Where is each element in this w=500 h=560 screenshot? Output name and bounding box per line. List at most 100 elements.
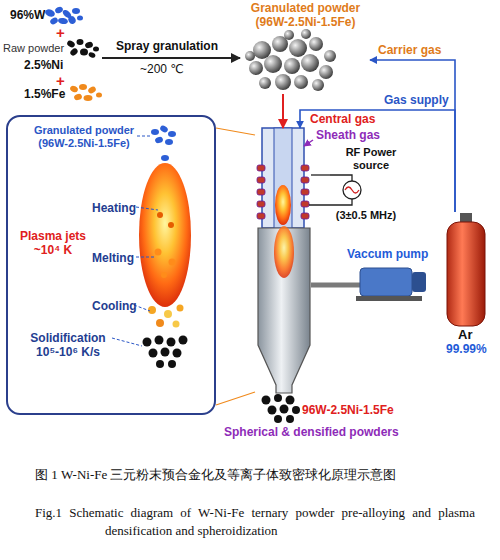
raw-powder-group: 96%WRaw powder2.5%Ni1.5%Fe xyxy=(2,4,102,106)
illustration-part xyxy=(161,348,170,357)
illustration-part xyxy=(301,165,309,171)
illustration-part xyxy=(154,136,164,144)
illustration-part xyxy=(412,272,426,292)
illustration-part xyxy=(157,212,163,218)
illustration-part xyxy=(249,61,263,75)
vacuum-pump-symbol xyxy=(345,268,426,301)
illustration-part xyxy=(447,222,485,326)
illustration-part xyxy=(161,272,167,278)
illustration-part xyxy=(262,396,271,405)
illustration-part xyxy=(169,259,176,266)
illustration-part xyxy=(319,65,333,79)
illustration-part xyxy=(301,29,311,39)
illustration-part xyxy=(155,249,162,256)
edge-label: Carrier gas xyxy=(378,44,441,58)
vacuum-pipe xyxy=(311,283,345,288)
illustration-part xyxy=(80,49,88,56)
illustration-part xyxy=(274,394,282,402)
illustration-part xyxy=(343,181,361,199)
illustration-part xyxy=(66,39,76,48)
illustration-part xyxy=(143,338,152,347)
illustration-part xyxy=(257,165,265,171)
illustration-part xyxy=(67,15,77,25)
node-text: Heating xyxy=(92,202,136,216)
nickel-powder xyxy=(66,39,99,59)
illustration-part xyxy=(312,79,324,91)
illustration-part xyxy=(93,47,99,52)
annotation-label: + xyxy=(56,72,65,89)
illustration-part xyxy=(257,177,265,183)
illustration-part xyxy=(136,257,155,258)
illustration-part xyxy=(301,54,319,72)
illustration-part xyxy=(284,30,294,40)
node-text: Solidification 10⁵-10⁶ K/s xyxy=(20,332,116,360)
illustration-part xyxy=(257,189,265,195)
illustration-part xyxy=(274,226,294,278)
node-text: Cooling xyxy=(92,300,137,314)
node-text: Granulated powder (96W-2.5Ni-1.5Fe) xyxy=(24,124,144,149)
illustration-part xyxy=(294,75,308,89)
zoom-line xyxy=(216,392,255,405)
edge-label: Gas supply xyxy=(384,94,449,108)
illustration-part xyxy=(173,321,180,328)
node-text: Vaccum pump xyxy=(347,248,428,262)
illustration-part xyxy=(330,175,352,181)
illustration-part xyxy=(292,406,300,414)
inset-solid-powders xyxy=(143,336,188,369)
granulation-arrow xyxy=(102,57,240,59)
illustration-part xyxy=(301,201,309,207)
illustration-part xyxy=(173,349,182,358)
plasma-reactor: Central gasSheath gas xyxy=(255,128,311,393)
illustration-part xyxy=(262,128,304,228)
illustration-part xyxy=(77,16,83,21)
illustration-part xyxy=(257,201,265,207)
illustration-part xyxy=(356,296,422,301)
node-text: Granulated powder (96W-2.5Ni-1.5Fe) xyxy=(248,2,363,30)
inset-plasma-jet xyxy=(139,163,191,307)
illustration-part xyxy=(345,283,360,288)
illustration-part xyxy=(88,51,96,58)
inset-leader-lines xyxy=(112,136,158,346)
plasma-torch xyxy=(262,128,304,228)
illustration-part xyxy=(84,41,94,49)
carrier-gas-line xyxy=(370,60,455,212)
illustration-part xyxy=(164,310,172,318)
rf-wire xyxy=(311,174,330,175)
annotation-label: + xyxy=(56,24,65,41)
node-text: Central gas xyxy=(310,113,375,127)
node-text: 96%W xyxy=(10,9,45,23)
illustration-part xyxy=(253,41,271,59)
illustration-part xyxy=(155,336,164,345)
argon-supply: Ar99.99% xyxy=(440,212,496,358)
illustration-part xyxy=(149,349,158,358)
illustration-part xyxy=(137,136,150,137)
inset-granule xyxy=(151,124,176,161)
node-text: (3±0.5 MHz) xyxy=(318,209,414,222)
illustration-part xyxy=(309,37,323,51)
illustration-part xyxy=(148,306,156,314)
sheath-gas-arrow xyxy=(304,140,313,146)
illustration-part xyxy=(72,8,80,14)
rf-source-symbol xyxy=(309,175,361,205)
illustration-part xyxy=(58,17,69,25)
figure-caption: 图 1 W-Ni-Fe 三元粉末预合金化及等离子体致密球化原理示意图 xyxy=(35,466,475,484)
illustration-part xyxy=(87,85,97,94)
illustration-part xyxy=(345,187,359,193)
connectors xyxy=(102,58,455,285)
granulated-spheres xyxy=(245,29,336,91)
illustration-part xyxy=(309,199,352,205)
node-text: 1.5%Fe xyxy=(24,88,65,102)
illustration-part xyxy=(274,128,292,228)
illustration-part xyxy=(259,77,271,89)
induction-coil xyxy=(257,165,309,219)
illustration-part xyxy=(69,85,79,94)
illustration-part xyxy=(159,124,169,133)
illustration-part xyxy=(275,185,291,225)
illustration-part xyxy=(112,338,142,346)
illustration-part xyxy=(177,305,184,312)
figure-caption-english: Fig.1 Schematic diagram of W-Ni-Fe terna… xyxy=(35,504,475,540)
illustration-part xyxy=(151,129,159,135)
illustration-part xyxy=(168,360,176,368)
illustration-part xyxy=(301,177,309,183)
